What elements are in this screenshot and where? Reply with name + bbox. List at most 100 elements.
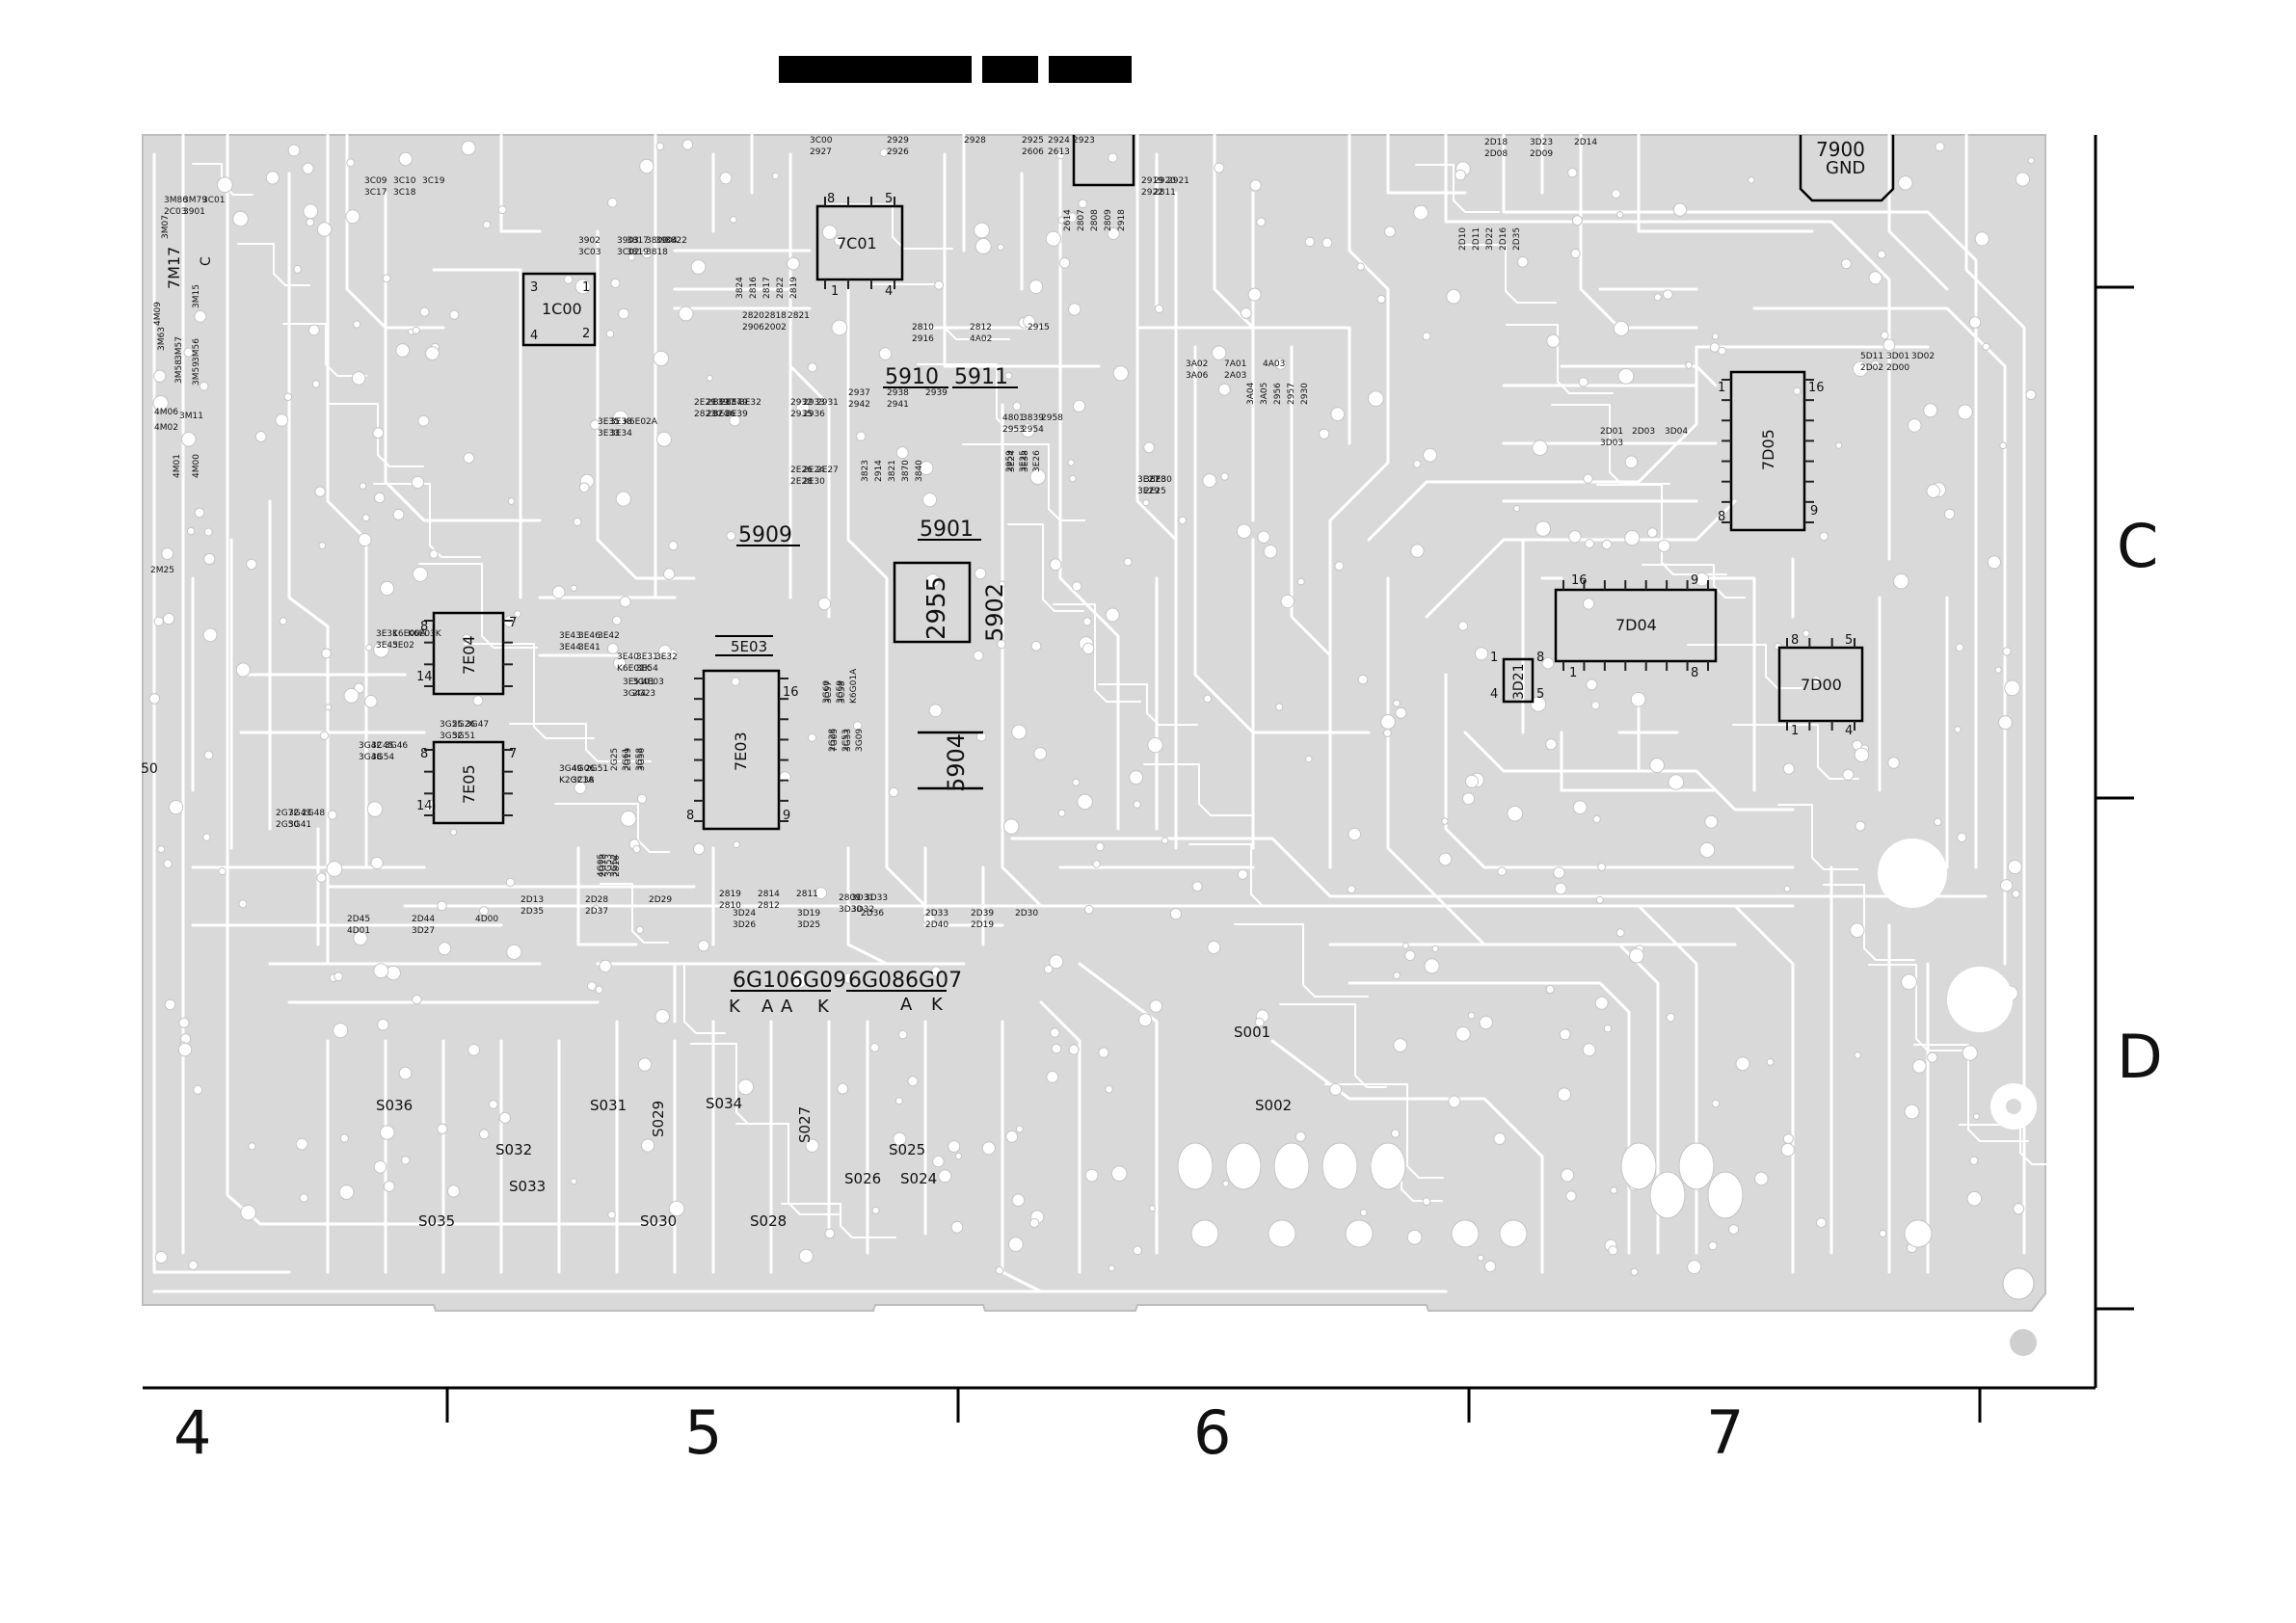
via-pad: [161, 547, 174, 560]
via-pad: [1711, 1099, 1721, 1108]
via-pad: [974, 567, 987, 580]
trace-25: [1579, 133, 1698, 330]
test-point-labels: S001 S002 S036 S031 S029 S034 S027 S032 …: [376, 1024, 1292, 1230]
component-label: 3G58: [635, 748, 645, 771]
via-pad: [168, 800, 184, 815]
via-pad: [954, 1153, 963, 1160]
via-pad: [595, 985, 603, 995]
signal-trace-5: [373, 483, 481, 558]
component-label: 2D33: [925, 909, 948, 918]
via-pad: [2004, 679, 2021, 697]
pin-1C00-1: 1: [582, 280, 590, 295]
component-label: 3G52: [440, 732, 463, 741]
side-label-3M63: 3M63: [157, 327, 167, 351]
component-label: 3E27: [1137, 475, 1160, 485]
signal-trace-16: [871, 283, 1010, 340]
via-pad: [462, 633, 471, 643]
label-5909: 5909: [738, 523, 792, 547]
via-pad: [429, 549, 439, 559]
via-pad: [1657, 539, 1671, 552]
via-pad: [1583, 473, 1593, 484]
component-label: 4G06: [572, 764, 595, 774]
via-pad: [1835, 441, 1843, 449]
via-pad: [1254, 1017, 1265, 1027]
component-label: 3818: [646, 248, 668, 257]
via-pad: [1056, 150, 1065, 160]
via-pad: [1012, 401, 1022, 411]
component-label: 2953: [1002, 425, 1025, 435]
via-pad: [1069, 474, 1077, 483]
via-pad: [879, 148, 889, 157]
grid-frame: [143, 135, 2134, 1423]
component-label: 2811: [1154, 188, 1176, 198]
component-label: 3M86: [164, 196, 188, 205]
component-label: 2924: [1048, 136, 1070, 146]
via-pad: [2027, 157, 2035, 165]
ic-7E03-outline: [702, 669, 781, 831]
component-label: 3C01: [632, 678, 654, 687]
signal-trace-10: [600, 883, 669, 944]
side-label-3M11: 3M11: [179, 412, 203, 421]
component-label: 2959: [1005, 450, 1015, 472]
via-pad: [907, 1076, 919, 1087]
component-label: 3E35: [598, 417, 620, 427]
signal-trace-23: [1188, 843, 1312, 907]
tp-S034: S034: [706, 1095, 742, 1112]
via-pad: [374, 492, 386, 504]
via-pad: [1067, 459, 1075, 466]
via-pad: [1356, 262, 1365, 271]
via-pad: [1256, 217, 1267, 227]
component-label: 3E49: [726, 398, 748, 408]
via-pad: [1406, 1229, 1423, 1245]
via-pad: [1105, 607, 1120, 623]
via-pad: [506, 944, 522, 961]
via-pad: [606, 643, 619, 654]
via-pad: [737, 1078, 754, 1096]
via-pad: [1954, 726, 1962, 733]
via-pad: [1005, 1130, 1019, 1143]
via-pad: [607, 1211, 616, 1219]
via-pad: [157, 845, 166, 854]
via-pad: [353, 320, 361, 329]
component-label: 2818: [764, 311, 787, 321]
pin-1C00-3: 3: [530, 280, 538, 295]
component-label: 2954: [1022, 425, 1044, 435]
via-pad: [1672, 202, 1688, 217]
via-pad: [1493, 1132, 1507, 1145]
side-label-3M59: 3M59: [192, 361, 201, 386]
trace-32: [1348, 981, 1631, 1255]
ic-7E03-label: 7E03: [732, 732, 750, 771]
via-pad: [1819, 531, 1829, 542]
via-pad: [1955, 643, 1964, 652]
tp-S029: S029: [650, 1101, 667, 1137]
via-pad: [1582, 1043, 1596, 1057]
via-pad: [311, 380, 321, 388]
via-pad: [358, 533, 372, 547]
component-label: 4D00: [475, 915, 498, 924]
component-label: 2D16: [1499, 227, 1508, 251]
component-label: 2812: [970, 323, 992, 333]
via-pad: [587, 981, 597, 992]
component-label: 2D13: [521, 895, 544, 905]
trace-102: [576, 846, 638, 946]
via-pad: [733, 840, 740, 849]
component-label: 2D35: [521, 907, 544, 917]
via-pad: [514, 610, 521, 618]
via-pad: [1879, 1230, 1887, 1237]
pin-7C01-5: 5: [885, 192, 893, 206]
via-pad: [1222, 1180, 1230, 1187]
pin-1C00-2: 2: [582, 327, 590, 341]
side-label-50: 50: [141, 761, 158, 777]
via-pad: [787, 256, 800, 271]
via-pad: [203, 527, 213, 537]
via-pad: [1011, 1193, 1026, 1208]
signal-trace-11: [645, 963, 726, 1034]
signal-trace-17: [917, 363, 1028, 431]
via-pad: [334, 971, 344, 982]
component-label: 2935: [790, 410, 813, 419]
component-label: 3C19: [422, 176, 445, 186]
via-pad: [275, 413, 289, 427]
pin-7C01-4: 4: [885, 284, 893, 299]
trace-105: [923, 846, 1004, 927]
via-pad: [1322, 237, 1333, 249]
